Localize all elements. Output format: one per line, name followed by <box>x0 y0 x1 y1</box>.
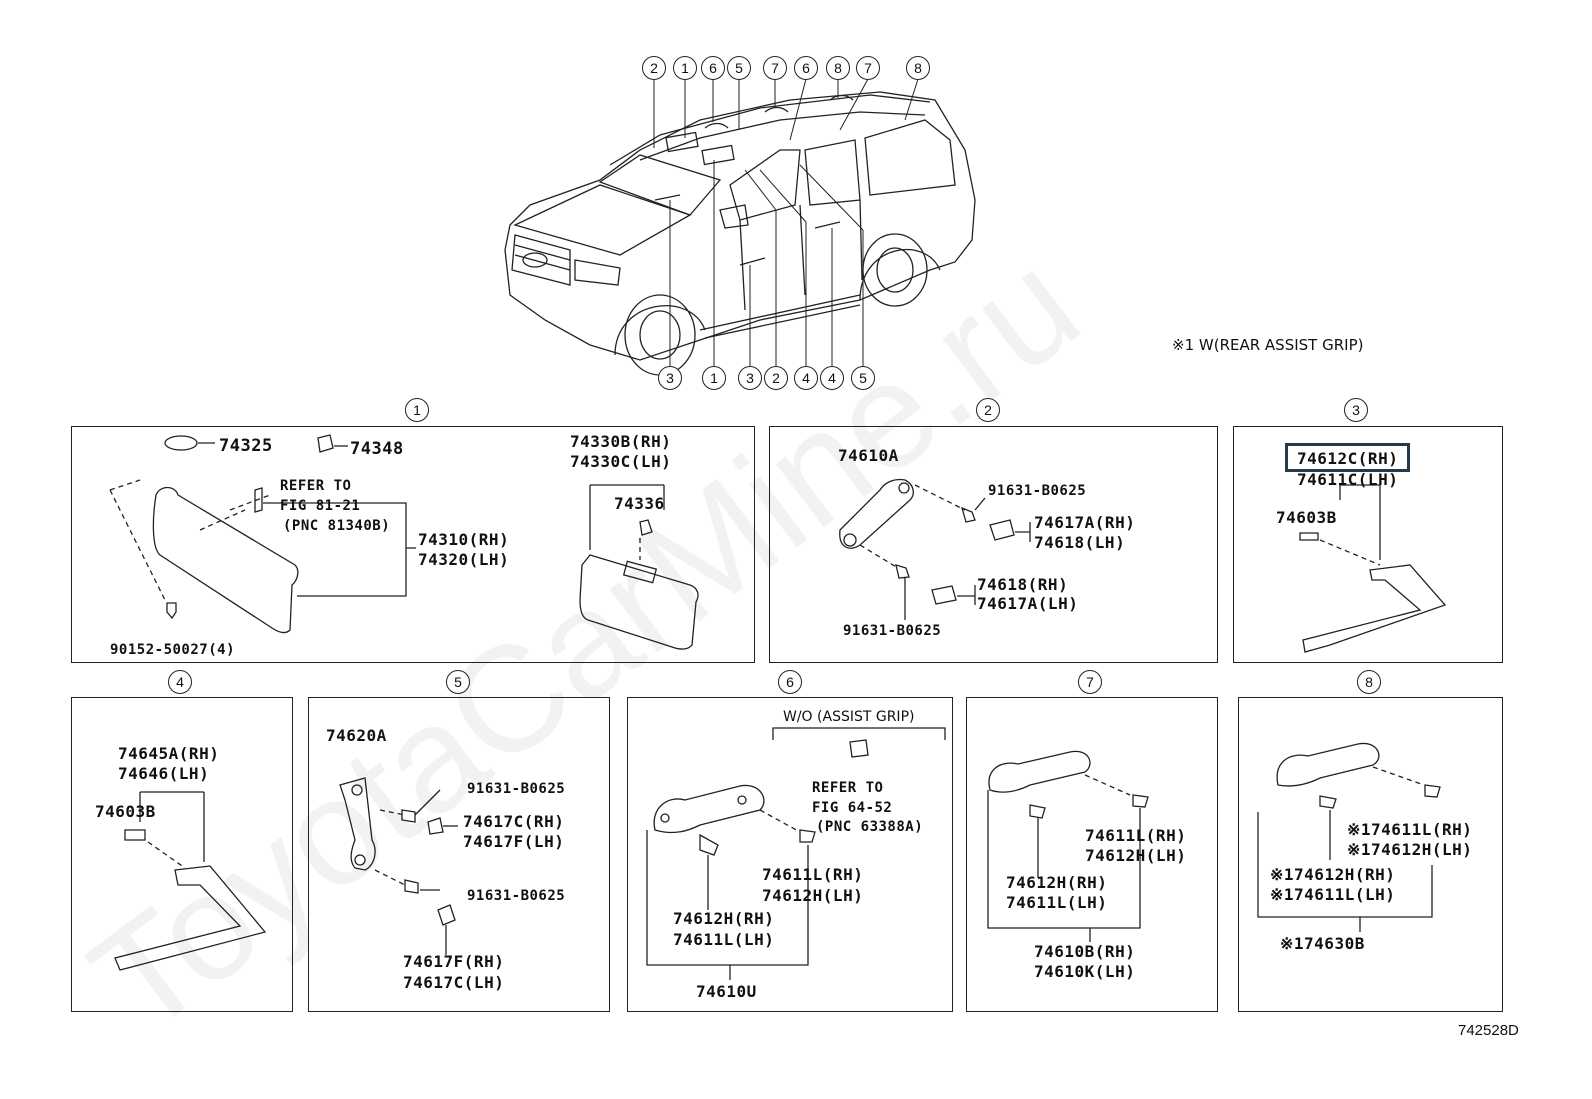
part-91631-b0625-d: 91631-B0625 <box>467 888 566 904</box>
part-74603b: 74603B <box>1276 508 1337 527</box>
callout-bottom-2: 2 <box>764 366 788 390</box>
part-74617a-lh: 74617A(LH) <box>977 594 1079 613</box>
callout-top-1: 1 <box>673 56 697 80</box>
panel-8-rear-grip <box>1238 697 1503 1012</box>
part-74618-lh: 74618(LH) <box>1034 533 1126 552</box>
panel-4-pillar-garnish <box>71 697 293 1012</box>
part-74610b-rh: 74610B(RH) <box>1034 942 1136 961</box>
refer-pnc-label: (PNC 81340B) <box>283 518 391 534</box>
part-74611l-rh-b: 74611L(RH) <box>1085 826 1187 845</box>
part-74612h-lh: 74612H(LH) <box>762 886 864 905</box>
without-assist-grip-label: W/O (ASSIST GRIP) <box>783 709 915 725</box>
part-74330b-rh: 74330B(RH) <box>570 432 672 451</box>
part-91631-b0625-c: 91631-B0625 <box>467 781 566 797</box>
callout-top-2: 2 <box>642 56 666 80</box>
refer-fig-label-b: FIG 64-52 <box>812 800 893 816</box>
part-74310-rh: 74310(RH) <box>418 530 510 549</box>
part-174611l-rh: ※174611L(RH) <box>1347 820 1473 839</box>
part-174612h-lh: ※174612H(LH) <box>1347 840 1473 859</box>
refer-fig-label: FIG 81-21 <box>280 498 361 514</box>
part-74612h-lh-b: 74612H(LH) <box>1085 846 1187 865</box>
panel-8-number: 8 <box>1357 670 1381 694</box>
part-74611l-lh: 74611L(LH) <box>673 930 775 949</box>
part-74617f-rh: 74617F(RH) <box>403 952 505 971</box>
part-74611l-rh: 74611L(RH) <box>762 865 864 884</box>
refer-to-label-b: REFER TO <box>812 780 884 796</box>
refer-pnc-label-b: (PNC 63388A) <box>816 819 924 835</box>
callout-top-5: 5 <box>727 56 751 80</box>
figure-id: 742528D <box>1458 1022 1519 1039</box>
part-74612c-rh: 74612C(RH) <box>1297 449 1399 468</box>
part-74611l-lh-b: 74611L(LH) <box>1006 893 1108 912</box>
part-74348: 74348 <box>350 439 404 459</box>
panel-2-assist-grip <box>769 426 1218 663</box>
callout-bottom-4b: 4 <box>820 366 844 390</box>
part-74610k-lh: 74610K(LH) <box>1034 962 1136 981</box>
part-74611c-lh: 74611C(LH) <box>1297 470 1399 489</box>
callout-bottom-5: 5 <box>851 366 875 390</box>
part-174611l-lh: ※174611L(LH) <box>1270 885 1396 904</box>
callout-top-7: 7 <box>763 56 787 80</box>
panel-7-roof-grip <box>966 697 1218 1012</box>
callout-bottom-3: 3 <box>658 366 682 390</box>
callout-top-6b: 6 <box>794 56 818 80</box>
part-90152-50027: 90152-50027(4) <box>110 642 236 658</box>
panel-4-number: 4 <box>168 670 192 694</box>
panel-5-assist-grip <box>308 697 610 1012</box>
rear-assist-grip-note: ※1 W(REAR ASSIST GRIP) <box>1172 336 1364 354</box>
part-174612h-rh: ※174612H(RH) <box>1270 865 1396 884</box>
part-74325: 74325 <box>219 436 273 456</box>
part-91631-b0625-a: 91631-B0625 <box>988 483 1087 499</box>
panel-2-number: 2 <box>976 398 1000 422</box>
part-74612h-rh-b: 74612H(RH) <box>1006 873 1108 892</box>
callout-top-6: 6 <box>701 56 725 80</box>
panel-1-sun-visor <box>71 426 755 663</box>
part-74336: 74336 <box>614 494 665 513</box>
part-74645a-rh: 74645A(RH) <box>118 744 220 763</box>
part-74620a: 74620A <box>326 726 387 745</box>
part-74612h-rh: 74612H(RH) <box>673 909 775 928</box>
vehicle-illustration <box>504 78 976 376</box>
part-74617f-lh: 74617F(LH) <box>463 832 565 851</box>
part-74610a: 74610A <box>838 446 899 465</box>
part-74610u: 74610U <box>696 982 757 1001</box>
callout-bottom-1: 1 <box>702 366 726 390</box>
part-74330c-lh: 74330C(LH) <box>570 452 672 471</box>
refer-to-label: REFER TO <box>280 478 352 494</box>
panel-7-number: 7 <box>1078 670 1102 694</box>
callout-top-7b: 7 <box>856 56 880 80</box>
callout-bottom-4: 4 <box>794 366 818 390</box>
part-74618-rh: 74618(RH) <box>977 575 1069 594</box>
panel-6-number: 6 <box>778 670 802 694</box>
part-74617c-lh: 74617C(LH) <box>403 973 505 992</box>
part-74603b-b: 74603B <box>95 802 156 821</box>
part-highlight-box <box>1285 443 1410 472</box>
panel-6-roof-grip <box>627 697 953 1012</box>
part-91631-b0625-b: 91631-B0625 <box>843 623 942 639</box>
panel-3-pillar-garnish <box>1233 426 1503 663</box>
panel-3-number: 3 <box>1344 398 1368 422</box>
panel-5-number: 5 <box>446 670 470 694</box>
callout-top-8: 8 <box>826 56 850 80</box>
part-74320-lh: 74320(LH) <box>418 550 510 569</box>
part-74617c-rh: 74617C(RH) <box>463 812 565 831</box>
callout-top-8b: 8 <box>906 56 930 80</box>
panel-1-number: 1 <box>405 398 429 422</box>
part-74646-lh: 74646(LH) <box>118 764 210 783</box>
part-74617a-rh: 74617A(RH) <box>1034 513 1136 532</box>
callout-bottom-3b: 3 <box>738 366 762 390</box>
part-174630b: ※174630B <box>1280 934 1365 953</box>
